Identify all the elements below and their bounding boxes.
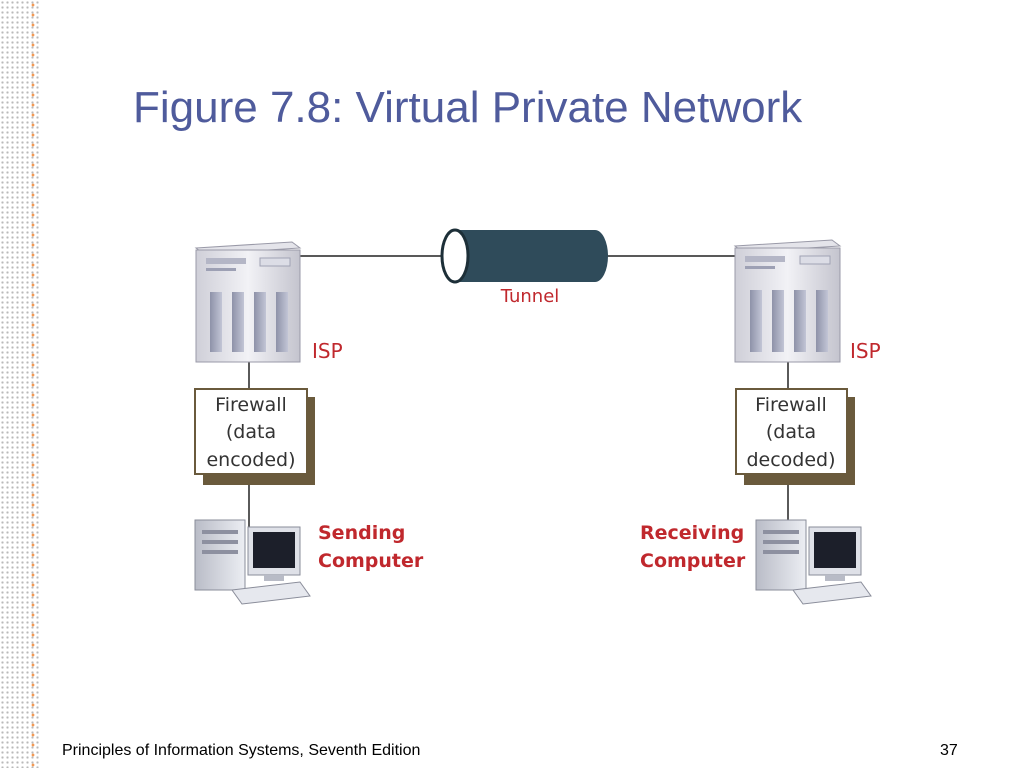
firewall-left-line-2: (data <box>226 421 276 443</box>
firewall-box-left: Firewall (data encoded) <box>194 388 315 485</box>
page-number: 37 <box>940 742 958 759</box>
side-accent-dots <box>30 0 36 768</box>
footer-book-title: Principles of Information Systems, Seven… <box>62 742 421 759</box>
firewall-right-line-1: Firewall <box>755 394 827 416</box>
sending-computer-line-2: Computer <box>318 550 424 572</box>
server-icon <box>733 239 842 363</box>
vpn-diagram: Tunnel ISP ISP Firewall (data encoded) <box>194 228 881 605</box>
desktop-computer-icon <box>755 519 872 605</box>
server-icon <box>194 241 302 363</box>
firewall-left-line-3: encoded) <box>206 449 295 471</box>
isp-label-right: ISP <box>850 339 881 363</box>
tunnel-label: Tunnel <box>500 286 560 307</box>
receiving-computer-line-1: Receiving <box>640 522 744 544</box>
receiving-computer-line-2: Computer <box>640 550 746 572</box>
slide-title: Figure 7.8: Virtual Private Network <box>133 83 803 132</box>
firewall-right-line-2: (data <box>766 421 816 443</box>
firewall-right-line-3: decoded) <box>746 449 835 471</box>
sending-computer-line-1: Sending <box>318 522 405 544</box>
desktop-computer-icon <box>194 519 311 605</box>
firewall-left-line-1: Firewall <box>215 394 287 416</box>
isp-label-left: ISP <box>312 339 343 363</box>
tunnel-pipe-icon <box>440 228 608 284</box>
firewall-box-right: Firewall (data decoded) <box>735 388 855 485</box>
